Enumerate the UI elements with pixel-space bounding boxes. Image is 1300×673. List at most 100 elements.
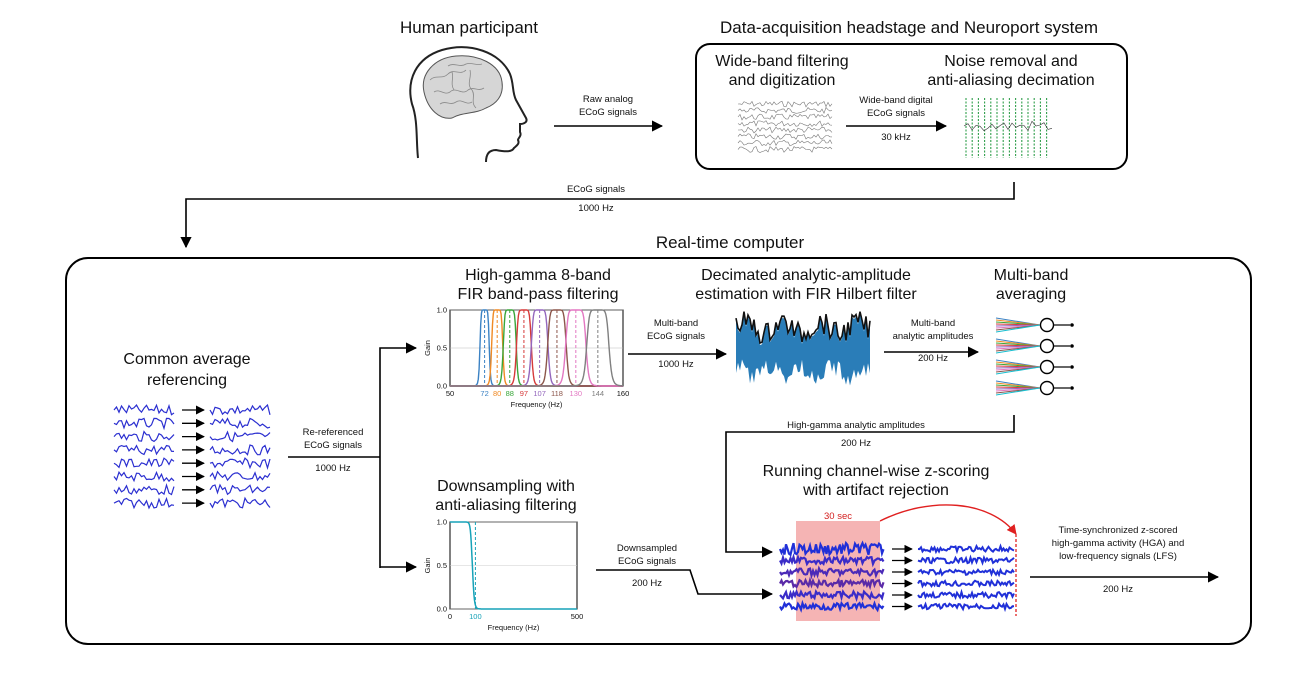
- computer-title: Real-time computer: [656, 233, 805, 252]
- multiband-amp-label-1: Multi-band: [911, 318, 955, 329]
- hg-ylabel: Gain: [423, 340, 432, 356]
- acquisition-title: Data-acquisition headstage and Neuroport…: [720, 18, 1098, 37]
- hg-ytick: 1.0: [437, 306, 447, 315]
- downsampled-label-1: Downsampled: [617, 543, 677, 554]
- zscore-input-trace: [779, 576, 885, 591]
- wideband-trace: [737, 139, 833, 147]
- window-slide-arrow: [879, 504, 1017, 535]
- ds-title-2: anti-aliasing filtering: [435, 497, 576, 514]
- rereferenced-trace: [209, 470, 271, 482]
- multiband-amp-label-2: analytic amplitudes: [893, 331, 974, 342]
- hg-title-2: FIR band-pass filtering: [458, 286, 619, 303]
- raw-ecog-trace: [113, 430, 175, 443]
- hg-amp-label-1: High-gamma analytic amplitudes: [787, 420, 925, 431]
- zscore-output-trace: [917, 588, 1015, 601]
- averaging-node: [1039, 380, 1055, 396]
- wideband-trace: [737, 120, 833, 127]
- downsampled-connector: [596, 569, 774, 600]
- output-label-4: 200 Hz: [1103, 584, 1133, 595]
- decimated-overlay: [963, 120, 1053, 132]
- rereferenced-label-1: Re-referenced: [303, 427, 364, 438]
- analytic-amplitude-waveform: [735, 311, 871, 386]
- hg-ytick: 0.0: [437, 382, 447, 391]
- ecog-out-connector: [180, 182, 1015, 249]
- rereferenced-trace: [209, 417, 271, 429]
- raw-ecog-trace: [113, 496, 175, 510]
- averaging-node: [1039, 317, 1055, 333]
- hg-ytick: 0.5: [437, 344, 447, 353]
- rereferenced-label-2: ECoG signals: [304, 440, 362, 451]
- wideband-signal-label-2: ECoG signals: [867, 108, 925, 119]
- zscore-output-trace: [917, 554, 1015, 566]
- averaging-output-dot: [1070, 344, 1074, 348]
- ecog-out-label-2: 1000 Hz: [578, 203, 614, 214]
- downsampled-label-3: 200 Hz: [632, 578, 662, 589]
- rereferenced-trace: [209, 403, 271, 416]
- output-label-1: Time-synchronized z-scored: [1059, 525, 1178, 536]
- averaging-title-1: Multi-band: [994, 267, 1069, 284]
- hg-center-tick: 118: [551, 389, 563, 398]
- averaging-title-2: averaging: [996, 286, 1066, 303]
- hg-center-tick: 88: [506, 389, 514, 398]
- analytic-envelope: [735, 311, 871, 345]
- hg-center-tick: 144: [592, 389, 605, 398]
- output-label-3: low-frequency signals (LFS): [1059, 551, 1177, 562]
- raw-ecog-trace: [113, 403, 175, 416]
- zscore-traces: [778, 540, 1015, 613]
- computer-box: [65, 257, 1252, 645]
- raw-ecog-trace: [113, 470, 175, 483]
- ds-title-1: Downsampling with: [437, 478, 575, 495]
- multiband-label-1: Multi-band: [654, 318, 698, 329]
- branch-to-hg: [379, 342, 418, 568]
- rereferenced-trace: [209, 444, 271, 456]
- averaging-output-dot: [1070, 365, 1074, 369]
- wideband-title-2: and digitization: [729, 72, 836, 89]
- raw-signal-label-1: Raw analog: [583, 94, 633, 105]
- participant-title: Human participant: [400, 18, 538, 37]
- hg-center-tick: 130: [570, 389, 583, 398]
- hg-xtick: 160: [617, 389, 630, 398]
- zscore-title-2: with artifact rejection: [802, 482, 949, 499]
- zscore-output-trace: [917, 578, 1015, 589]
- hg-amp-connector: [725, 415, 1015, 558]
- referencing-arrows: [182, 405, 205, 508]
- rereferenced-trace: [209, 496, 271, 509]
- hg-xtick: 50: [446, 389, 454, 398]
- wideband-trace: [737, 106, 833, 114]
- acquisition-box: [695, 43, 1128, 170]
- averaging-input-line: [995, 345, 1041, 354]
- analytic-fill: [736, 313, 870, 386]
- hg-center-tick: 97: [520, 389, 528, 398]
- downsampled-label-2: ECoG signals: [618, 556, 676, 567]
- multiband-label-3: 1000 Hz: [658, 359, 694, 370]
- averaging-input-line: [995, 324, 1041, 333]
- averaging-node: [1039, 338, 1055, 354]
- hg-title-1: High-gamma 8-band: [465, 267, 611, 284]
- ecog-out-label-1: ECoG signals: [567, 184, 625, 195]
- ds-ytick: 0.0: [437, 605, 447, 614]
- raw-ecog-trace: [113, 417, 175, 431]
- wideband-trace: [737, 146, 833, 153]
- wideband-signal-label-1: Wide-band digital: [859, 95, 932, 106]
- wideband-trace: [738, 126, 833, 134]
- multiband-amp-label-3: 200 Hz: [918, 353, 948, 364]
- ds-xlabel: Frequency (Hz): [488, 623, 540, 632]
- wideband-title-1: Wide-band filtering: [715, 53, 848, 70]
- zscore-title-1: Running channel-wise z-scoring: [763, 463, 990, 480]
- decimated-signal-traces: [963, 98, 1053, 158]
- zscore-input-trace: [778, 540, 885, 558]
- rereferenced-label-3: 1000 Hz: [315, 463, 351, 474]
- multiband-label-2: ECoG signals: [647, 331, 705, 342]
- rereferenced-traces: [209, 403, 271, 509]
- rereferenced-trace: [209, 430, 271, 443]
- averaging-output-dot: [1070, 323, 1074, 327]
- human-head-icon: [409, 46, 528, 163]
- noise-title-2: anti-aliasing decimation: [927, 72, 1094, 89]
- averaging-node: [1039, 359, 1055, 375]
- raw-ecog-trace: [113, 457, 175, 469]
- multiband-averaging-icon: [995, 317, 1074, 396]
- averaging-input-line: [995, 387, 1041, 396]
- analytic-title-1: Decimated analytic-amplitude: [701, 267, 911, 284]
